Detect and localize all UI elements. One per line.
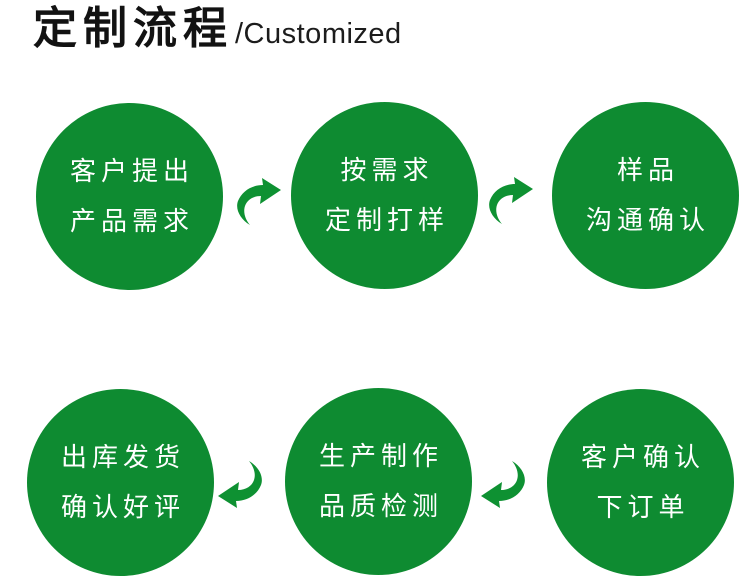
- flow-step-1-circle: 客户提出 产品需求: [36, 103, 223, 290]
- flow-step-2-circle: 按需求 定制打样: [291, 102, 478, 289]
- flow-step-6-circle: 出库发货 确认好评: [27, 389, 214, 576]
- step-6-line-1: 出库发货: [60, 442, 185, 473]
- step-1-line-1: 客户提出: [69, 156, 194, 187]
- step-5-line-1: 生产制作: [318, 441, 443, 472]
- step-4-line-2: 下订单: [596, 492, 690, 523]
- step-2-line-1: 按需求: [340, 155, 434, 186]
- page-title-chinese: 定制流程: [33, 3, 233, 54]
- step-3-line-1: 样品: [616, 155, 679, 186]
- flow-step-3-circle: 样品 沟通确认: [552, 102, 739, 289]
- arrow-step5-to-step6-icon: [217, 461, 265, 509]
- step-3-line-2: 沟通确认: [585, 205, 710, 236]
- flow-step-4-circle: 客户确认 下订单: [547, 389, 734, 576]
- step-6-line-2: 确认好评: [60, 492, 185, 523]
- step-2-line-2: 定制打样: [324, 205, 449, 236]
- step-4-line-1: 客户确认: [580, 442, 705, 473]
- step-1-line-2: 产品需求: [69, 206, 194, 237]
- arrow-step2-to-step3-icon: [486, 176, 534, 224]
- page-title: 定制流程 /Customized: [33, 0, 402, 58]
- step-5-line-2: 品质检测: [318, 491, 443, 522]
- arrow-step1-to-step2-icon: [234, 177, 282, 225]
- page-title-english: /Customized: [235, 18, 402, 50]
- flow-step-5-circle: 生产制作 品质检测: [285, 388, 472, 575]
- arrow-step4-to-step5-icon: [480, 461, 528, 509]
